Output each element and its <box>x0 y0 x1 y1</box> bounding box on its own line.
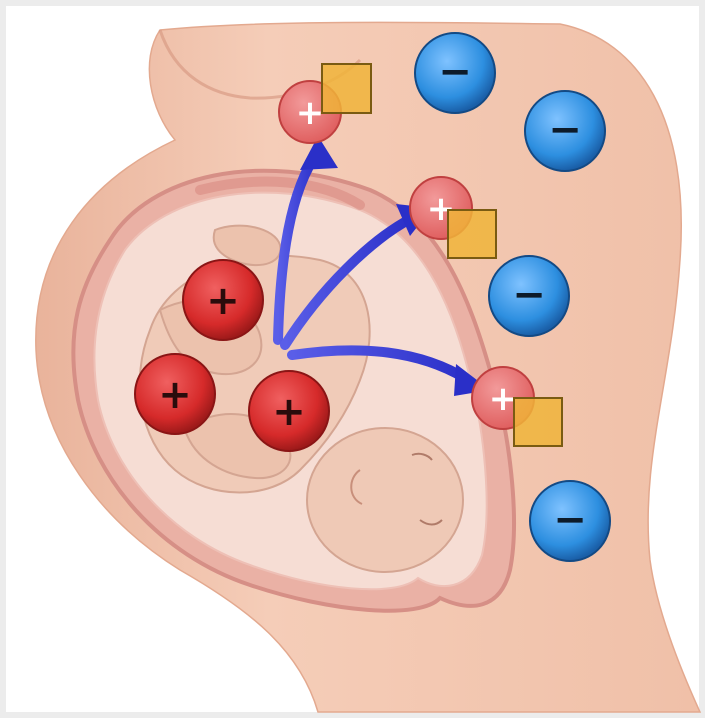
maternal-negative-charge: − <box>525 91 605 171</box>
svg-text:−: − <box>548 107 582 153</box>
svg-text:+: + <box>296 93 325 133</box>
svg-text:−: − <box>553 497 587 543</box>
fetal-positive-charge: + <box>183 260 263 340</box>
svg-text:+: + <box>206 278 240 324</box>
svg-text:+: + <box>489 379 518 419</box>
antibody-square <box>448 210 496 258</box>
svg-text:−: − <box>512 272 546 318</box>
svg-text:+: + <box>158 372 192 418</box>
svg-text:+: + <box>272 389 306 435</box>
maternal-negative-charge: − <box>415 33 495 113</box>
maternal-negative-charge: − <box>530 481 610 561</box>
fetus-head <box>307 428 463 572</box>
fetal-positive-charge: + <box>135 354 215 434</box>
svg-text:−: − <box>438 49 472 95</box>
maternal-negative-charge: − <box>489 256 569 336</box>
fetal-positive-charge: + <box>249 371 329 451</box>
antibody-square <box>322 64 371 113</box>
antibody-square <box>514 398 562 446</box>
